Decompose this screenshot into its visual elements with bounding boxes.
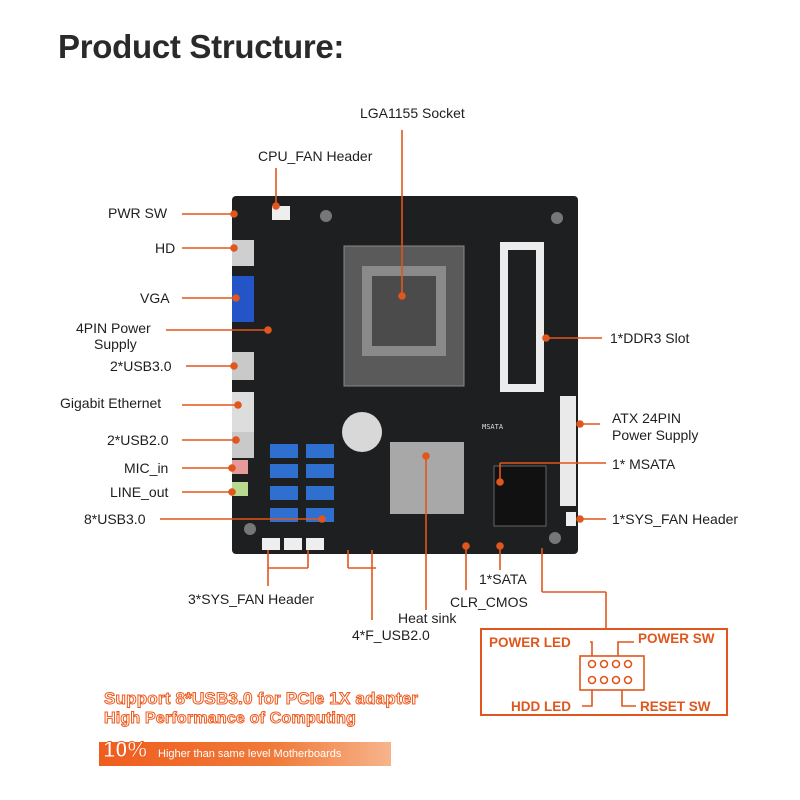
promo-bar — [99, 742, 391, 766]
promo-percent: 10% — [102, 737, 148, 763]
label-2usb20: 2*USB2.0 — [107, 432, 169, 448]
label-4pin-power-line2: Supply — [94, 336, 137, 352]
label-hd: HD — [155, 240, 176, 256]
page-title: Product Structure: — [58, 28, 345, 65]
label-2usb30: 2*USB3.0 — [110, 358, 172, 374]
label-8usb30: 8*USB3.0 — [84, 511, 146, 527]
label-heat-sink: Heat sink — [398, 610, 457, 626]
panel-power-sw: POWER SW — [638, 631, 715, 646]
panel-power-led: POWER LED — [489, 635, 571, 650]
label-mic-in: MIC_in — [124, 460, 169, 476]
label-4f-usb20: 4*F_USB2.0 — [352, 627, 430, 643]
label-vga: VGA — [140, 290, 170, 306]
label-4pin-power-line1: 4PIN Power — [76, 320, 151, 336]
label-pwr-sw: PWR SW — [108, 205, 168, 221]
front-panel-diagram — [480, 628, 728, 716]
svg-text:MSATA: MSATA — [482, 423, 504, 431]
promo-line-1: Support 8*USB3.0 for PCIe 1X adapter — [103, 689, 419, 709]
label-atx-24pin-line1: ATX 24PIN — [612, 410, 681, 426]
panel-hdd-led: HDD LED — [511, 699, 571, 714]
label-1sata: 1*SATA — [479, 571, 527, 587]
label-clr-cmos: CLR_CMOS — [450, 594, 528, 610]
label-lga1155-socket: LGA1155 Socket — [360, 105, 465, 121]
label-1msata: 1* MSATA — [612, 456, 676, 472]
label-gigabit-ethernet: Gigabit Ethernet — [60, 395, 162, 411]
label-1sys-fan: 1*SYS_FAN Header — [612, 511, 739, 527]
label-cpu-fan-header: CPU_FAN Header — [258, 148, 373, 164]
panel-reset-sw: RESET SW — [640, 699, 711, 714]
label-1ddr3-slot: 1*DDR3 Slot — [610, 330, 690, 346]
promo-line-2: High Performance of Computing — [103, 710, 357, 728]
motherboard-image: MSATA — [218, 196, 578, 554]
promo-bar-text: Higher than same level Motherboards — [158, 748, 342, 760]
label-atx-24pin-line2: Power Supply — [612, 427, 699, 443]
label-3sys-fan: 3*SYS_FAN Header — [188, 591, 315, 607]
label-line-out: LINE_out — [110, 484, 169, 500]
